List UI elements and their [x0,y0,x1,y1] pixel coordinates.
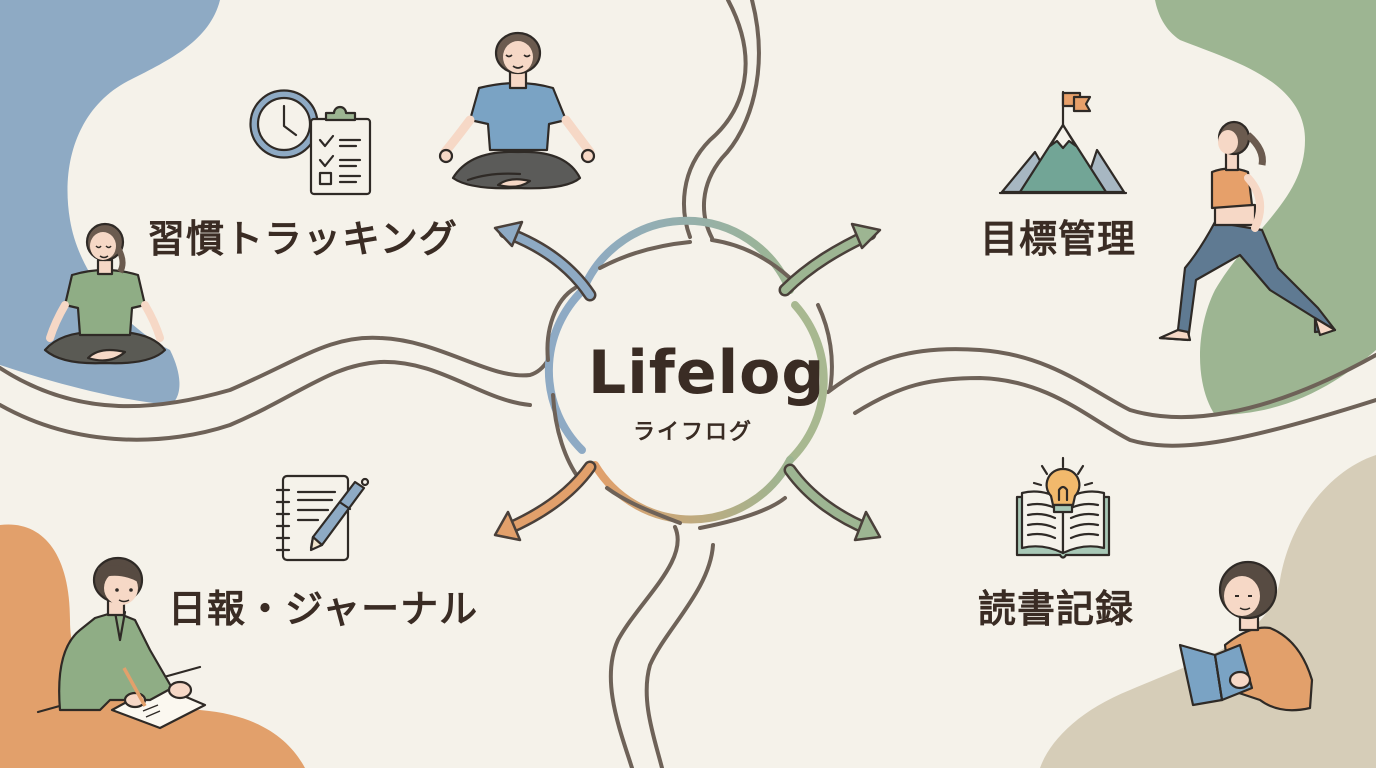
center-ring [544,216,834,530]
blob-blue-top-left [0,0,220,405]
blob-green-top-right [1155,0,1376,415]
branch-arrows [493,220,882,542]
branch-label-journal: 日報・ジャーナル [168,587,479,631]
blob-orange-bottom-left [0,524,305,768]
writing-man-figure [36,556,207,730]
center-subtitle: ライフログ [632,420,753,445]
notebook-pen-icon [275,474,370,562]
reading-woman-figure [1178,560,1314,712]
mountain-flag-icon [998,90,1128,195]
branch-label-goal-management: 目標管理 [980,217,1137,261]
branch-label-reading-log: 読書記録 [978,587,1135,631]
meditating-woman-figure [438,31,596,190]
center-title: Lifelog [588,338,826,408]
clock-clipboard-icon [249,89,372,196]
book-lightbulb-icon [1015,456,1111,559]
branch-label-habit-tracking: 習慣トラッキング [147,217,458,261]
meditating-woman-figure-left [43,222,167,365]
lunging-woman-figure [1158,120,1337,342]
